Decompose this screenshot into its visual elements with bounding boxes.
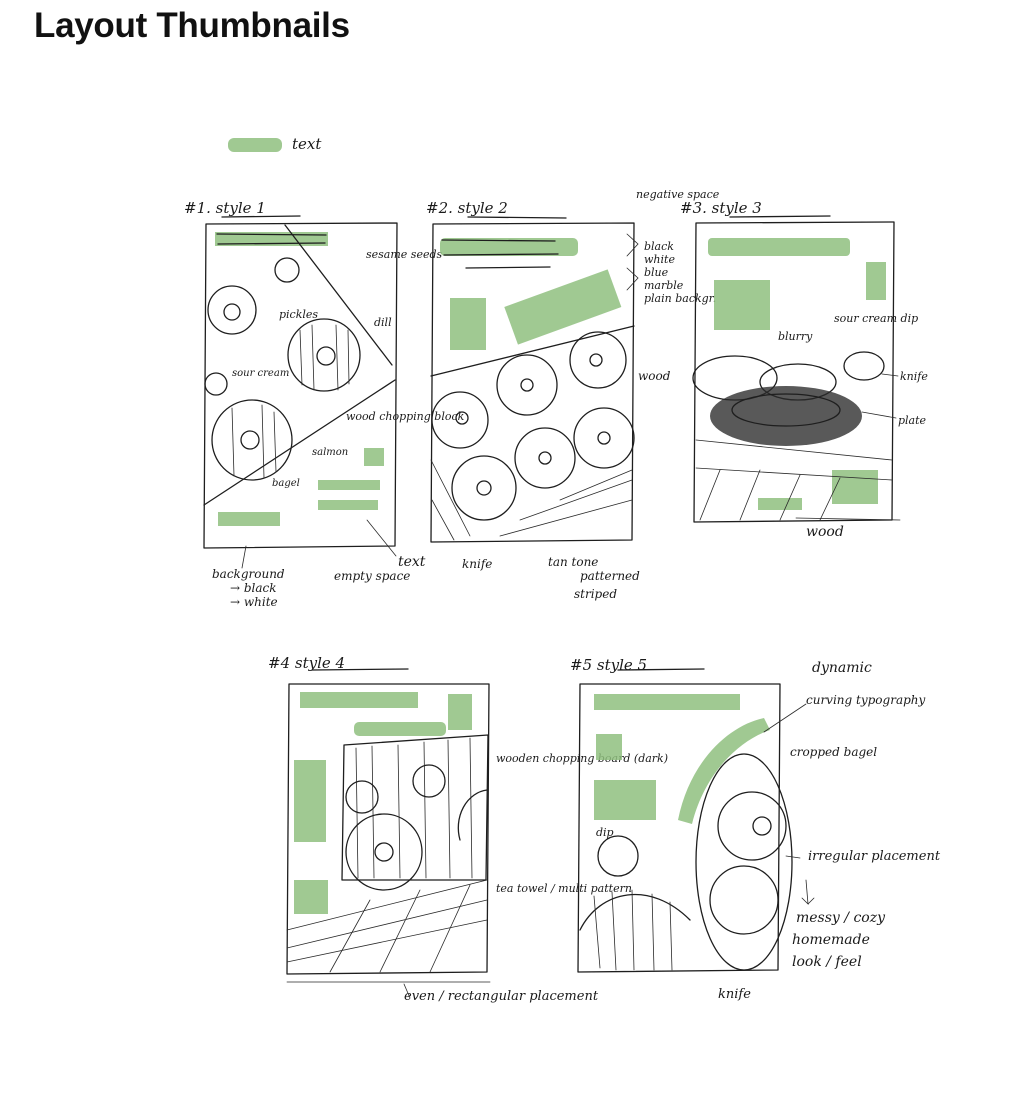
- note-negative-space: negative space: [636, 188, 720, 201]
- note-sour-cream-dip: sour cream dip: [834, 312, 918, 325]
- note-background: background: [212, 567, 285, 581]
- sketch-5: #5 style 5 dynamic curving typography cr…: [570, 656, 941, 1002]
- note-black-2: black: [644, 240, 674, 253]
- note-even-placement: even / rectangular placement: [404, 989, 599, 1004]
- sketch-1-title-block: [215, 232, 328, 246]
- note-white-2: white: [644, 253, 675, 266]
- note-knife: knife: [462, 557, 492, 571]
- legend-swatch: [228, 138, 282, 152]
- note-cropped-bagel: cropped bagel: [790, 745, 877, 759]
- note-plate: plate: [898, 414, 927, 427]
- sketch-3: #3. style 3 blurry sour cream dip knife …: [680, 199, 928, 540]
- note-blue: blue: [644, 266, 669, 279]
- note-dill: dill: [374, 316, 392, 329]
- sketch-5-heading: #5 style 5: [570, 656, 647, 674]
- note-marble: marble: [644, 279, 684, 292]
- note-dynamic: dynamic: [812, 660, 872, 676]
- note-plain-background: plain backgr.: [644, 292, 716, 305]
- note-tea-towel: tea towel / multi pattern: [496, 882, 632, 895]
- note-text: text: [398, 554, 426, 570]
- note-sour-cream: sour cream: [232, 368, 289, 379]
- note-wood-chopping-block: wood chopping block: [346, 410, 465, 423]
- note-patterned: patterned: [580, 569, 640, 583]
- sketch-2-heading: #2. style 2: [426, 199, 508, 217]
- sketch-3-heading: #3. style 3: [680, 199, 762, 217]
- note-wooden-chopping-board: wooden chopping board (dark): [496, 752, 668, 765]
- note-pickles: pickles: [279, 308, 318, 321]
- sketch-5-frame: [577, 683, 781, 973]
- note-messy-cozy: messy / cozy: [796, 910, 886, 926]
- note-dip: dip: [596, 826, 614, 839]
- note-striped: striped: [574, 587, 617, 601]
- sketch-1-heading: #1. style 1: [184, 199, 266, 217]
- note-curving-typography: curving typography: [806, 693, 926, 707]
- note-salmon: salmon: [312, 447, 348, 458]
- note-black: → black: [230, 581, 277, 595]
- note-tan-tone: tan tone: [548, 555, 598, 569]
- note-blurry: blurry: [778, 330, 813, 343]
- note-white: → white: [230, 595, 278, 609]
- sketch-2-frame: [430, 222, 635, 543]
- page-title: Layout Thumbnails: [34, 6, 350, 45]
- note-look-feel: look / feel: [792, 954, 862, 970]
- sketch-1-frame: [203, 222, 398, 549]
- note-bagel: bagel: [272, 478, 300, 489]
- note-wood-3: wood: [806, 524, 844, 540]
- note-irregular-placement: irregular placement: [808, 849, 941, 864]
- sketch-2: #2. style 2 negative space black white b…: [426, 188, 720, 601]
- note-knife-3: knife: [900, 370, 928, 383]
- note-wood-2: wood: [638, 369, 671, 383]
- note-knife-5: knife: [718, 987, 751, 1002]
- sketch-4-frame: [286, 683, 490, 975]
- sketch-4: #4 style 4 wooden chopping board (dark) …: [268, 654, 668, 1004]
- legend: text: [228, 135, 322, 153]
- sketch-4-heading: #4 style 4: [268, 654, 345, 672]
- legend-label: text: [292, 135, 322, 153]
- note-homemade: homemade: [792, 932, 870, 948]
- note-empty-space: empty space: [334, 569, 410, 583]
- note-sesame-seeds: sesame seeds: [366, 248, 443, 261]
- sketch-1: #1. style 1 sesame seeds pickles dill so…: [184, 199, 465, 609]
